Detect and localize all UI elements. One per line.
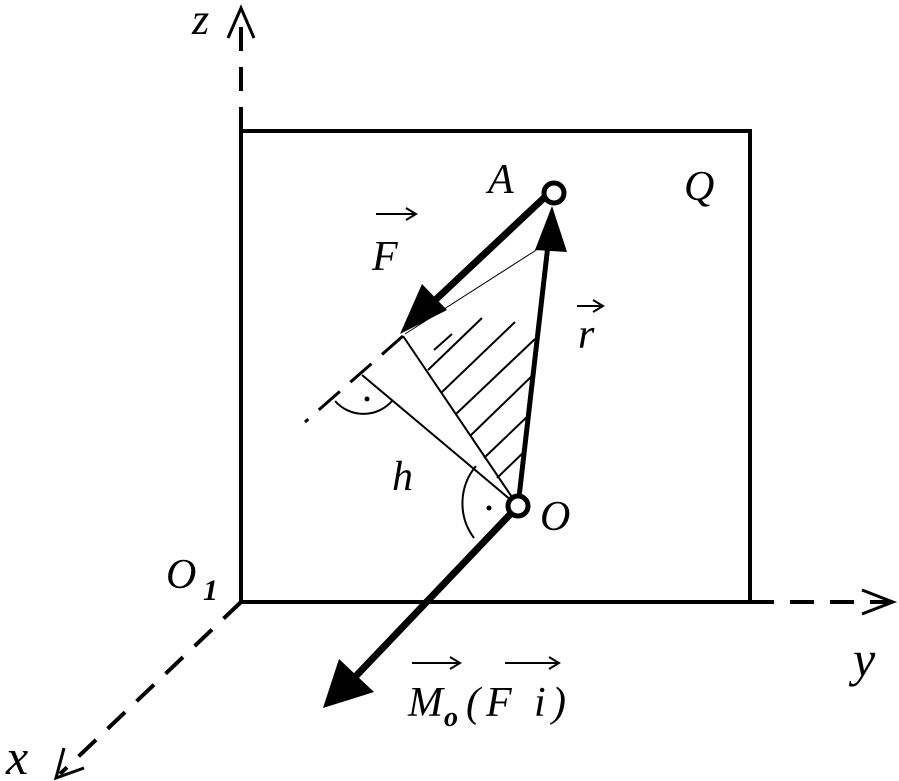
over-arrow-r: [577, 299, 605, 313]
radius-r-label: r: [578, 312, 595, 358]
plane-q: [239, 129, 752, 604]
z-axis: [226, 4, 256, 131]
origin-o1-subscript: 1: [203, 574, 218, 607]
z-axis-label: z: [191, 0, 209, 44]
moment-f-text: F: [485, 680, 512, 726]
moment-m-text: M: [407, 680, 445, 726]
plane-q-label: Q: [684, 164, 714, 210]
force-vector-f: [400, 193, 549, 334]
moment-i-text: i: [534, 680, 546, 726]
over-arrow-m: [412, 656, 462, 670]
x-axis-label: x: [5, 729, 28, 781]
arm-h-label: h: [392, 454, 413, 500]
moment-close-paren: ): [550, 680, 566, 726]
arm-h-line: [334, 374, 519, 507]
y-axis: [750, 588, 898, 616]
right-angle-at-o: [461, 465, 492, 539]
position-vector-r: [515, 206, 567, 507]
origin-o1-label: O: [166, 552, 196, 598]
moment-subscript-o: o: [444, 702, 458, 733]
over-arrow-f: [376, 207, 418, 221]
y-axis-label: y: [848, 631, 876, 687]
line-of-action: [304, 334, 404, 424]
force-f-label: F: [371, 234, 398, 280]
moment-open-paren: (: [466, 680, 483, 726]
point-o-label: O: [540, 494, 570, 540]
over-arrow-fi: [505, 656, 561, 670]
moment-label: M o ( F i ): [407, 680, 566, 733]
point-a: [541, 180, 567, 206]
point-a-label: A: [485, 157, 514, 203]
x-axis: [53, 600, 243, 781]
point-o: [505, 493, 531, 519]
moment-vector: [323, 503, 521, 708]
